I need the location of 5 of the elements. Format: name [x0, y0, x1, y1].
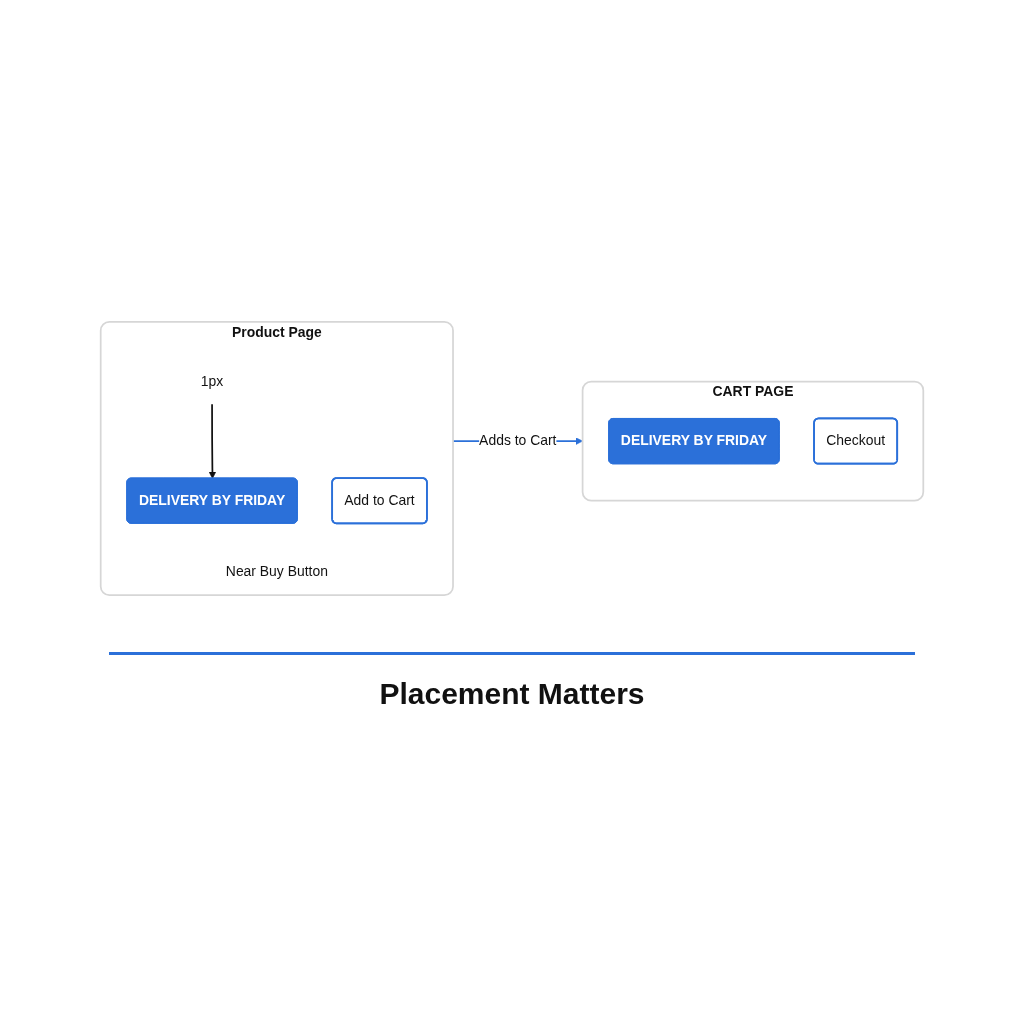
arrow — [208, 403, 217, 479]
caption-text: Placement Matters — [379, 677, 645, 711]
note-text: Near Buy Button — [225, 562, 328, 579]
node-text: 1px — [200, 373, 224, 389]
edge-label: Adds to Cart — [479, 433, 557, 449]
